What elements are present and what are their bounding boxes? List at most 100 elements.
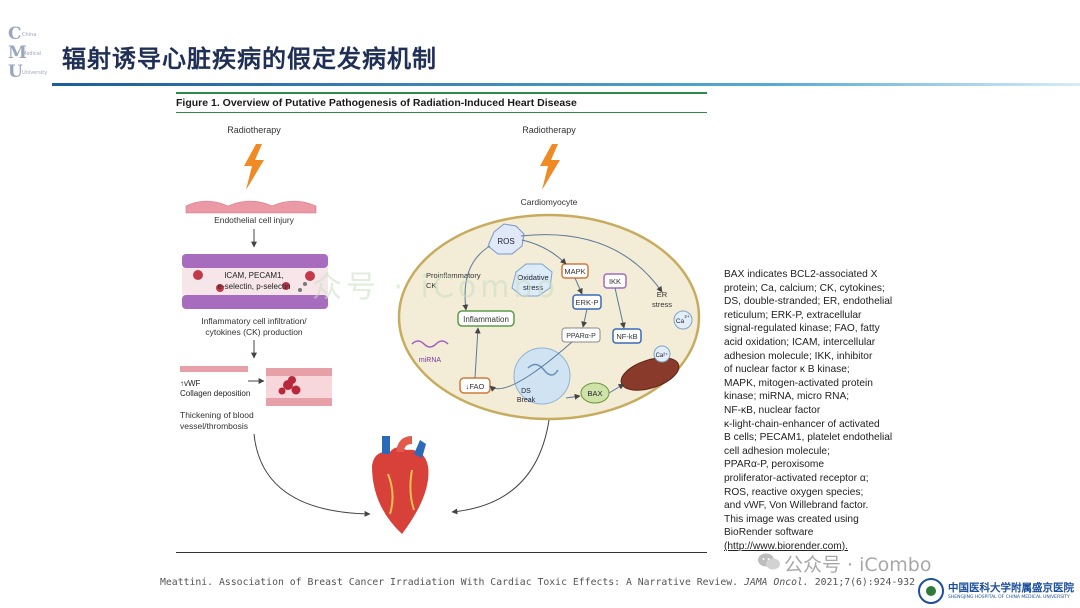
legend-line: reticulum; ERK-P, extracellular [724,309,862,321]
citation-text: Meattini. Association of Breast Cancer I… [160,577,744,588]
mirna-icon [411,340,449,348]
hospital-logo: 中国医科大学附属盛京医院 SHENGJING HOSPITAL OF CHINA… [918,578,1080,606]
vessel-wall-adhesion [182,254,328,309]
left-radiotherapy-label: Radiotherapy [227,125,281,135]
legend-line: and vWF, Von Willebrand factor. [724,500,869,512]
logo-letter-u: U [8,62,23,82]
calcium-superscript: 2+ [684,314,690,319]
cmu-logo: C M U China Medical University [8,26,54,84]
title-divider [52,83,1080,86]
collagen-label: Collagen deposition [180,389,250,398]
figure-bottom-rule [176,552,707,553]
infiltration-line2: cytokines (CK) production [205,327,303,337]
logo-word-china: China [22,32,37,38]
hospital-name: 中国医科大学附属盛京医院 [948,582,1074,594]
legend-line: signal-regulated kinase; FAO, fatty [724,323,880,335]
hospital-name-en: SHENGJING HOSPITAL OF CHINA MEDICAL UNIV… [948,595,1070,600]
mitochondrion-icon: Ca²⁺ [620,345,680,391]
logo-letter-c: C [8,24,22,44]
account-watermark: 公众号 · iCombo [784,554,932,576]
citation-ref: 2021;7(6):924-932 [808,577,915,588]
left-lightning-icon [244,144,264,190]
figure-top-rule [176,92,707,94]
endothelial-injury-label: Endothelial cell injury [214,215,295,225]
hospital-emblem-icon [918,578,944,604]
logo-letter-m: M [8,43,27,63]
inflammation-label: Inflammation [463,315,509,324]
mirna-label: miRNA [419,357,441,364]
logo-word-university: University [22,70,48,76]
svg-text:Ca²⁺: Ca²⁺ [656,352,669,359]
legend-line: NF-κB, nuclear factor [724,404,821,416]
adhesion-molecules-line1: ICAM, PECAM1, [224,271,284,280]
ros-inflammation-arrow [462,245,491,311]
figure-title: Figure 1. Overview of Putative Pathogene… [176,97,577,109]
legend-line: of nuclear factor κ B kinase; [724,364,850,376]
ikk-label: IKK [609,277,621,286]
nucleus-icon [513,347,571,405]
thickening-line1: Thickening of blood [180,410,254,420]
legend-line: adhesion molecule; IKK, inhibitor [724,350,873,362]
ros-label: ROS [497,237,514,246]
erkp-label: ERK-P [576,298,599,307]
bax-label: BAX [587,389,602,398]
erkp-ppara-arrow [581,308,588,328]
infiltration-line1: Inflammatory cell infiltration/ [201,316,307,326]
nfkb-label: NF-kB [616,332,637,341]
thrombosis-vessel [180,366,332,406]
legend-line: protein; Ca, calcium; CK, cytokines; [724,282,885,294]
legend-line: BAX indicates BCL2-associated X [724,269,878,280]
ikk-nfkb-arrow [614,287,626,329]
legend-line: proliferator-activated receptor α; [724,472,869,484]
right-to-heart-arrow [451,419,550,515]
legend-line: B cells; PECAM1, platelet endothelial [724,432,893,444]
center-watermark: 众号 · iCombo [312,270,559,305]
ros-er-arrow [520,234,663,293]
ds-bax-arrow [565,393,581,400]
biorender-link[interactable]: (http://www.biorender.com). [724,540,848,552]
ros-mapk-arrow [521,239,567,265]
ppara-fao-arrow [489,341,573,392]
bax-mito-arrow [608,383,625,394]
mapk-label: MAPK [564,267,585,276]
calcium-node [673,310,693,330]
fao-inflammation-arrow [474,327,481,379]
thickening-line2: vessel/thrombosis [180,421,248,431]
right-lightning-icon [540,144,560,190]
slide-title: 辐射诱导心脏疾病的假定发病机制 [62,45,437,73]
ds-break-line1: DS [521,388,531,395]
legend-line: DS, double-stranded; ER, endothelial [724,296,893,308]
legend-line: PPARα-P, peroxisome [724,459,825,471]
ppara-node [561,327,601,343]
vwf-label: ↑vWF [180,379,201,388]
calcium-label: Ca [676,318,685,325]
fao-label: ↓FAO [466,382,485,391]
left-to-heart-arrow [253,433,371,517]
nfkb-node [612,328,642,344]
proinflammatory-line2: CK [426,281,436,290]
ros-node [487,223,525,255]
inflammation-node [457,310,515,327]
ppara-label: PPARα-P [566,333,596,340]
legend-line: MAPK, mitogen-activated protein [724,377,873,389]
legend-line: κ-light-chain-enhancer of activated [724,418,880,430]
logo-word-medical: Medical [22,51,42,57]
legend-line: BioRender software [724,527,814,539]
oxidative-line1: Oxidative [517,273,548,282]
heart-icon [372,436,429,534]
cardiomyocyte-cell [397,213,701,421]
ds-break-line2: Break [517,397,536,404]
oxidative-line2: stress [523,283,543,292]
legend-line: acid oxidation; ICAM, intercellular [724,336,876,348]
er-stress-line1: ER [657,290,668,299]
legend-line: kinase; miRNA, micro RNA; [724,391,850,403]
citation-journal: JAMA Oncol. [743,577,809,588]
endothelial-cell-strip [185,200,317,214]
legend-line: ROS, reactive oxygen species; [724,486,864,498]
wechat-icon [758,553,780,570]
legend-line: cell adhesion molecule; [724,445,830,457]
oxidative-stress-node [511,263,553,297]
proinflammatory-line1: Proinflammatory [426,271,481,280]
citation: Meattini. Association of Breast Cancer I… [160,577,915,588]
mapk-erkp-arrow [574,277,583,295]
